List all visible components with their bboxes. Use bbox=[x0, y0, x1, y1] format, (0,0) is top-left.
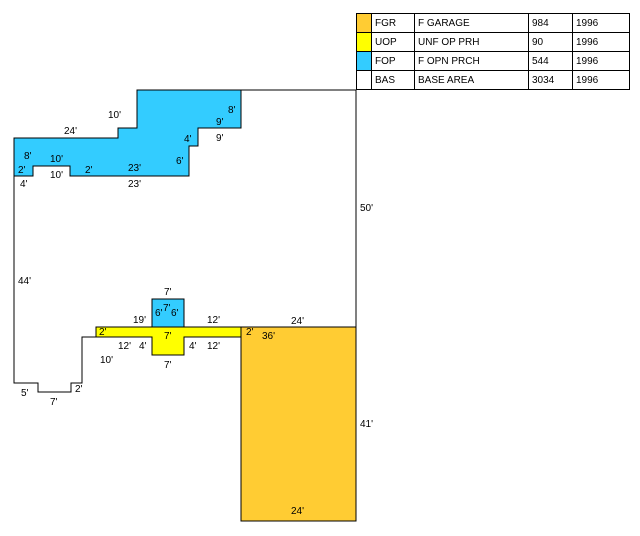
dim-label: 7' bbox=[164, 287, 172, 298]
legend-area: 544 bbox=[528, 51, 573, 71]
legend-year: 1996 bbox=[572, 51, 630, 71]
dim-label: 24' bbox=[291, 316, 304, 327]
legend-year: 1996 bbox=[572, 70, 630, 90]
legend-code: BAS bbox=[371, 70, 415, 90]
legend-code: UOP bbox=[371, 32, 415, 52]
legend-color-swatch bbox=[356, 51, 372, 71]
dim-label: 2' bbox=[99, 327, 107, 338]
legend-year: 1996 bbox=[572, 13, 630, 33]
open-porch-area bbox=[13, 89, 242, 177]
dim-label: 23' bbox=[128, 179, 141, 190]
dim-label: 7' bbox=[164, 331, 172, 342]
dim-label: 36' bbox=[262, 331, 275, 342]
dim-label: 4' bbox=[139, 341, 147, 352]
dim-label: 4' bbox=[20, 179, 28, 190]
legend-color-swatch bbox=[356, 70, 372, 90]
dim-label: 12' bbox=[207, 341, 220, 352]
dim-label: 2' bbox=[75, 384, 83, 395]
dim-label: 5' bbox=[21, 388, 29, 399]
garage-area bbox=[240, 326, 357, 522]
dim-label: 6' bbox=[171, 308, 179, 319]
dim-label: 7' bbox=[164, 360, 172, 371]
legend-area: 984 bbox=[528, 13, 573, 33]
dim-label: 9' bbox=[216, 117, 224, 128]
dim-label: 7' bbox=[50, 397, 58, 408]
dim-label: 2' bbox=[18, 165, 26, 176]
legend-description: F OPN PRCH bbox=[414, 51, 529, 71]
dim-label: 4' bbox=[189, 341, 197, 352]
dim-label: 10' bbox=[100, 355, 113, 366]
dim-label: 23' bbox=[128, 163, 141, 174]
legend-area: 3034 bbox=[528, 70, 573, 90]
dim-label: 2' bbox=[85, 165, 93, 176]
dim-label: 7' bbox=[163, 303, 171, 314]
dim-label: 10' bbox=[50, 170, 63, 181]
dim-label: 6' bbox=[176, 156, 184, 167]
dim-label: 4' bbox=[184, 134, 192, 145]
dim-label: 24' bbox=[64, 126, 77, 137]
dim-label: 8' bbox=[228, 105, 236, 116]
legend-description: UNF OP PRH bbox=[414, 32, 529, 52]
dim-label: 41' bbox=[360, 419, 373, 430]
dim-label: 24' bbox=[291, 506, 304, 517]
legend-color-swatch bbox=[356, 32, 372, 52]
dim-label: 19' bbox=[133, 315, 146, 326]
dim-label: 10' bbox=[50, 154, 63, 165]
dim-label: 50' bbox=[360, 203, 373, 214]
legend-code: FGR bbox=[371, 13, 415, 33]
small-open-porch-area bbox=[151, 298, 185, 328]
legend-color-swatch bbox=[356, 13, 372, 33]
dim-label: 44' bbox=[18, 276, 31, 287]
dim-label: 10' bbox=[108, 110, 121, 121]
legend-year: 1996 bbox=[572, 32, 630, 52]
dim-label: 6' bbox=[155, 308, 163, 319]
dim-label: 2' bbox=[246, 327, 254, 338]
legend-description: BASE AREA bbox=[414, 70, 529, 90]
dim-label: 9' bbox=[216, 133, 224, 144]
legend-area: 90 bbox=[528, 32, 573, 52]
legend-code: FOP bbox=[371, 51, 415, 71]
dim-label: 12' bbox=[207, 315, 220, 326]
legend-description: F GARAGE bbox=[414, 13, 529, 33]
dim-label: 8' bbox=[24, 151, 32, 162]
dim-label: 12' bbox=[118, 341, 131, 352]
